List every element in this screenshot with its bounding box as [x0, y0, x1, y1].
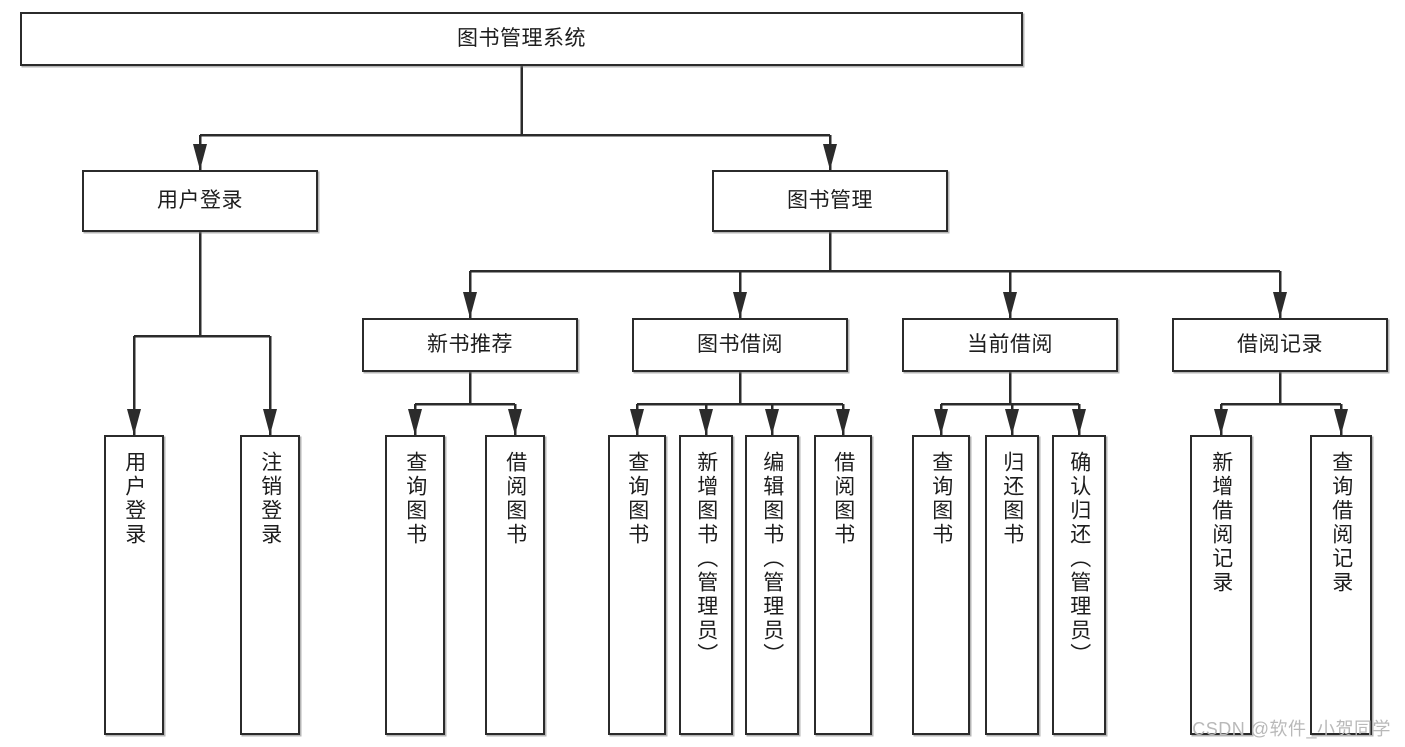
- arrowhead-icon: [765, 409, 779, 435]
- node-label: 当前借阅: [967, 333, 1053, 357]
- node-label: 查询图书: [929, 451, 953, 547]
- arrowhead-icon: [823, 144, 837, 170]
- arrowhead-icon: [463, 292, 477, 318]
- node-label: 图书借阅: [697, 333, 783, 357]
- node-label: 查询借阅记录: [1329, 451, 1353, 595]
- arrowhead-icon: [699, 409, 713, 435]
- arrowhead-icon: [408, 409, 422, 435]
- node-l_confirm[interactable]: 确认归还（管理员）: [1052, 435, 1106, 735]
- node-l_qrec[interactable]: 查询借阅记录: [1310, 435, 1372, 735]
- node-bookmgmt[interactable]: 图书管理: [712, 170, 948, 232]
- node-label: 图书管理系统: [457, 27, 586, 51]
- node-label: 查询图书: [403, 451, 427, 547]
- node-l_q3[interactable]: 查询图书: [912, 435, 970, 735]
- arrowhead-icon: [193, 144, 207, 170]
- arrowhead-icon: [1214, 409, 1228, 435]
- node-label: 借阅记录: [1237, 333, 1323, 357]
- node-l_b1[interactable]: 借阅图书: [485, 435, 545, 735]
- node-newrec[interactable]: 新书推荐: [362, 318, 578, 372]
- node-l_b2[interactable]: 借阅图书: [814, 435, 872, 735]
- arrowhead-icon: [934, 409, 948, 435]
- arrowhead-icon: [1334, 409, 1348, 435]
- node-label: 新增借阅记录: [1209, 451, 1233, 595]
- node-l_logout[interactable]: 注销登录: [240, 435, 300, 735]
- node-label: 用户登录: [122, 451, 146, 547]
- node-records[interactable]: 借阅记录: [1172, 318, 1388, 372]
- arrowhead-icon: [733, 292, 747, 318]
- node-l_addrec[interactable]: 新增借阅记录: [1190, 435, 1252, 735]
- arrowhead-icon: [836, 409, 850, 435]
- node-label: 用户登录: [157, 189, 243, 213]
- node-l_q1[interactable]: 查询图书: [385, 435, 445, 735]
- arrowhead-icon: [630, 409, 644, 435]
- node-current[interactable]: 当前借阅: [902, 318, 1118, 372]
- node-label: 编辑图书（管理员）: [760, 451, 784, 667]
- node-label: 新书推荐: [427, 333, 513, 357]
- node-l_add[interactable]: 新增图书（管理员）: [679, 435, 733, 735]
- node-label: 确认归还（管理员）: [1067, 451, 1091, 667]
- node-label: 图书管理: [787, 189, 873, 213]
- arrowhead-icon: [1005, 409, 1019, 435]
- node-label: 新增图书（管理员）: [694, 451, 718, 667]
- node-l_edit[interactable]: 编辑图书（管理员）: [745, 435, 799, 735]
- node-l_login[interactable]: 用户登录: [104, 435, 164, 735]
- arrowhead-icon: [1273, 292, 1287, 318]
- node-login[interactable]: 用户登录: [82, 170, 318, 232]
- arrowhead-icon: [263, 409, 277, 435]
- node-root[interactable]: 图书管理系统: [20, 12, 1023, 66]
- node-label: 借阅图书: [503, 451, 527, 547]
- watermark-label: CSDN @软件_小贺同学: [1192, 719, 1391, 739]
- arrowhead-icon: [508, 409, 522, 435]
- node-l_return[interactable]: 归还图书: [985, 435, 1039, 735]
- arrowhead-icon: [1003, 292, 1017, 318]
- node-label: 查询图书: [625, 451, 649, 547]
- node-label: 借阅图书: [831, 451, 855, 547]
- node-l_q2[interactable]: 查询图书: [608, 435, 666, 735]
- arrowhead-icon: [127, 409, 141, 435]
- arrowhead-icon: [1072, 409, 1086, 435]
- node-borrow[interactable]: 图书借阅: [632, 318, 848, 372]
- node-label: 注销登录: [258, 451, 282, 547]
- node-label: 归还图书: [1000, 451, 1024, 547]
